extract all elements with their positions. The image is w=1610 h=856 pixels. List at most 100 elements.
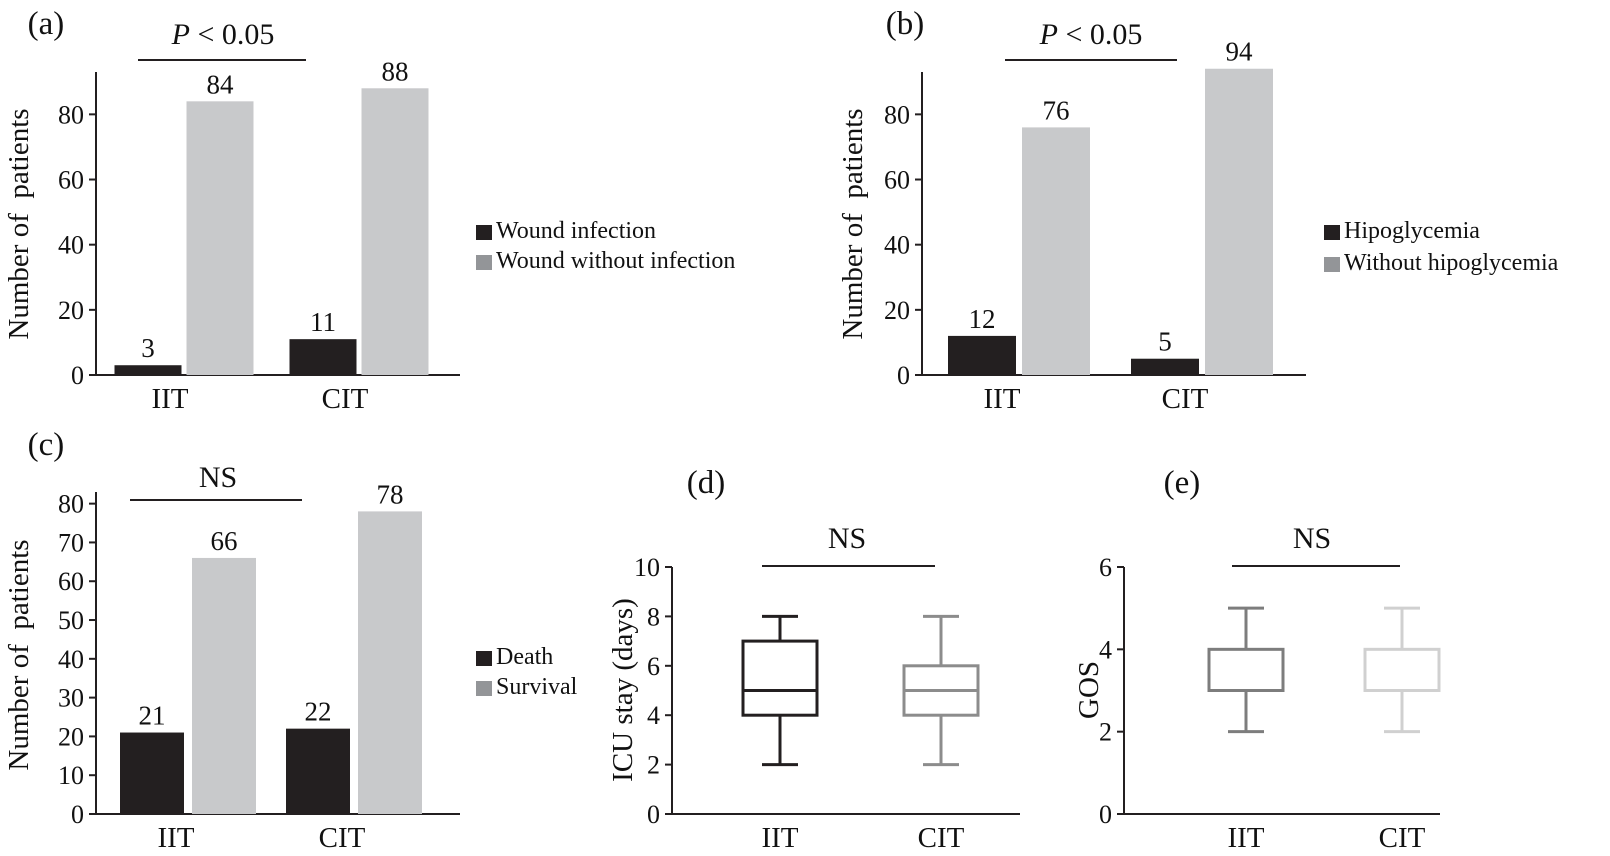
y-tick-label: 20 (58, 722, 84, 751)
significance-label: P < 0.05 (1039, 18, 1143, 51)
bar-survival-cit (358, 511, 422, 814)
y-tick-label: 2 (1099, 718, 1112, 747)
x-tick-label: IIT (983, 383, 1020, 415)
legend-swatch (476, 681, 492, 696)
legend-label: Death (496, 644, 553, 670)
bar-death-iit (120, 732, 184, 814)
y-tick-label: 10 (634, 553, 660, 582)
significance-label: NS (1293, 522, 1331, 555)
y-tick-label: 2 (647, 751, 660, 780)
panel-label: (a) (28, 6, 65, 42)
y-axis-label: GOS (1073, 661, 1105, 719)
data-label: 78 (377, 479, 404, 509)
legend-swatch (476, 225, 492, 240)
y-tick-label: 6 (647, 652, 660, 681)
bar-survival-iit (192, 557, 256, 814)
legend-label: Survival (496, 674, 578, 700)
x-tick-label: CIT (1379, 822, 1426, 854)
panel-label: (b) (886, 6, 924, 42)
data-label: 12 (969, 304, 996, 334)
data-label: 5 (1158, 327, 1172, 357)
significance-p: P (171, 18, 190, 51)
legend-swatch (476, 255, 492, 270)
legend-swatch (1324, 225, 1340, 240)
significance-label: NS (199, 461, 237, 494)
bar-hipoglycemia-iit (948, 335, 1016, 375)
y-axis-label: Number of patients (3, 108, 35, 339)
bar-wound-infection-cit (289, 339, 357, 375)
significance-p: P (1039, 18, 1058, 51)
y-tick-label: 40 (884, 231, 910, 260)
data-label: 84 (207, 69, 235, 99)
data-label: 94 (1226, 37, 1254, 67)
data-label: 88 (382, 56, 409, 86)
bar-wound-infection-iit (114, 365, 182, 375)
significance-label: NS (828, 522, 866, 555)
bar-without-hipoglycemia-iit (1022, 127, 1090, 375)
y-tick-label: 6 (1099, 553, 1112, 582)
significance-threshold: < 0.05 (1058, 18, 1142, 51)
x-tick-label: CIT (918, 822, 965, 854)
data-label: 3 (141, 333, 155, 363)
data-label: 22 (305, 697, 332, 727)
significance-label: P < 0.05 (171, 18, 275, 51)
legend-label: Wound without infection (496, 248, 735, 274)
y-tick-label: 0 (897, 361, 910, 390)
y-axis-label: Number of patients (837, 108, 869, 339)
bar-wound-without-infection-iit (186, 101, 254, 376)
panel-label: (c) (28, 427, 65, 463)
x-tick-label: CIT (1162, 383, 1209, 415)
y-tick-label: 8 (647, 602, 660, 631)
box-iit (741, 639, 819, 717)
box-cit (1363, 647, 1441, 692)
data-label: 21 (139, 701, 166, 731)
legend-swatch (1324, 257, 1340, 272)
y-tick-label: 40 (58, 231, 84, 260)
y-tick-label: 0 (1099, 800, 1112, 829)
significance-threshold: < 0.05 (190, 18, 274, 51)
y-tick-label: 30 (58, 684, 84, 713)
x-tick-label: IIT (761, 822, 798, 854)
x-tick-label: IIT (157, 822, 194, 854)
data-label: 76 (1043, 95, 1070, 125)
bar-death-cit (286, 728, 350, 814)
y-tick-label: 60 (58, 567, 84, 596)
data-label: 66 (211, 526, 238, 556)
y-tick-label: 0 (71, 800, 84, 829)
y-tick-label: 80 (58, 490, 84, 519)
y-tick-label: 80 (58, 100, 84, 129)
y-tick-label: 60 (58, 166, 84, 195)
y-tick-label: 0 (647, 800, 660, 829)
bar-hipoglycemia-cit (1131, 358, 1199, 375)
data-label: 11 (310, 307, 336, 337)
y-tick-label: 10 (58, 761, 84, 790)
x-tick-label: CIT (322, 383, 369, 415)
x-tick-label: IIT (1227, 822, 1264, 854)
panel-label: (e) (1164, 465, 1201, 501)
bar-without-hipoglycemia-cit (1205, 68, 1273, 375)
legend-label: Wound infection (496, 218, 656, 244)
legend-swatch (476, 651, 492, 666)
x-tick-label: IIT (151, 383, 188, 415)
panel-label: (d) (687, 465, 725, 501)
x-tick-label: CIT (319, 822, 366, 854)
y-tick-label: 60 (884, 166, 910, 195)
y-tick-label: 4 (1099, 635, 1112, 664)
y-tick-label: 50 (58, 606, 84, 635)
y-axis-label: Number of patients (3, 539, 35, 770)
y-tick-label: 20 (58, 296, 84, 325)
bar-wound-without-infection-cit (361, 88, 429, 376)
y-tick-label: 80 (884, 100, 910, 129)
y-tick-label: 20 (884, 296, 910, 325)
legend-label: Hipoglycemia (1344, 218, 1480, 244)
legend-label: Without hipoglycemia (1344, 250, 1559, 276)
y-tick-label: 0 (71, 361, 84, 390)
y-tick-label: 70 (58, 528, 84, 557)
y-tick-label: 4 (647, 701, 660, 730)
